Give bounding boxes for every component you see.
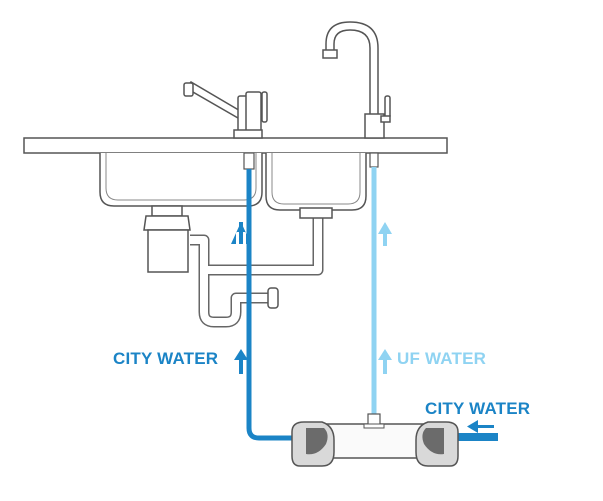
left-sink-basin [99,153,263,207]
city-water-inlet-line [446,433,498,441]
city-water-line [246,169,302,441]
flow-arrow-icon [231,222,251,244]
right-sink-basin [265,153,367,211]
flow-arrow-icon [378,349,392,374]
flow-arrow-icon [467,420,494,433]
countertop [23,137,448,154]
garbage-disposal-icon [143,205,191,273]
city-water-label-left: CITY WATER [113,349,219,368]
faucet-icon [183,81,268,139]
right-faucet-stem [369,152,379,168]
city-water-label-right: CITY WATER [425,399,531,418]
left-faucet-stem [243,152,255,170]
drinking-faucet-icon [322,21,391,139]
flow-arrow-icon [378,222,392,246]
flow-arrow-icon [234,349,248,374]
uf-water-label: UF WATER [397,349,487,368]
uf-filter-unit-icon [291,413,459,467]
drain-trap-icon [190,207,333,328]
